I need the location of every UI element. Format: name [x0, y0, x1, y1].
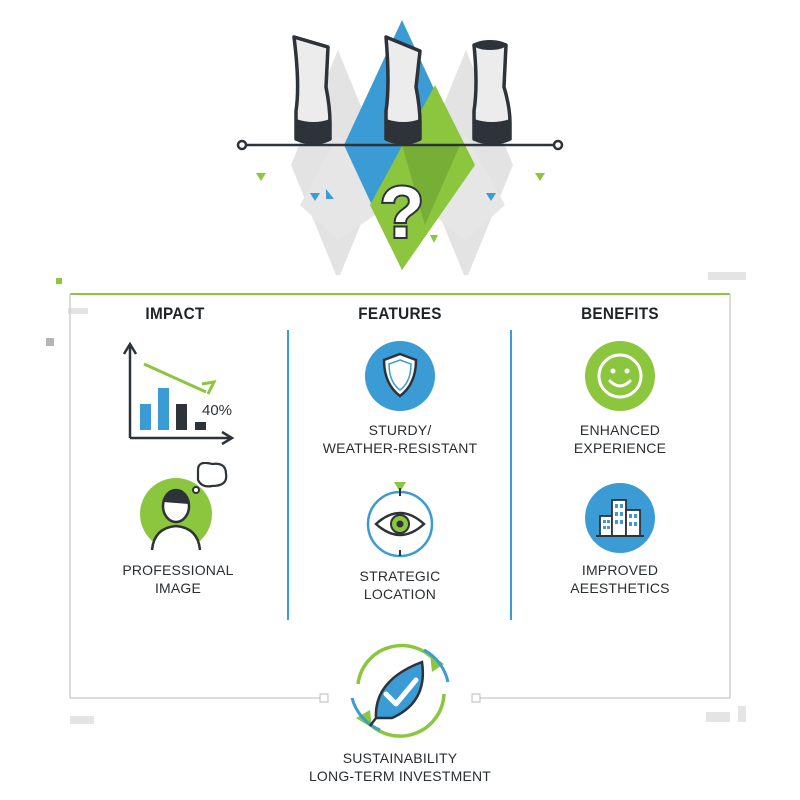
- sturdy-label: STURDY/ WEATHER-RESISTANT: [300, 421, 500, 457]
- small-triangle: [310, 193, 320, 201]
- decor-bar: [708, 272, 746, 280]
- person-thought-icon: [140, 462, 228, 551]
- decor-square: [46, 338, 54, 346]
- label-line: ENHANCED: [579, 422, 661, 438]
- small-triangle: [486, 193, 496, 201]
- grey-diamond: [420, 135, 505, 240]
- label-line: IMPROVED: [581, 562, 659, 578]
- decor-bar: [68, 308, 88, 314]
- sustainability-label: SUSTAINABILITY LONG-TERM INVESTMENT: [300, 749, 500, 785]
- eye-target-icon: [366, 482, 434, 558]
- smiley-icon: [585, 341, 655, 411]
- bollard-icon: [292, 35, 332, 145]
- bollard-icon: [472, 40, 512, 145]
- small-triangle: [256, 173, 266, 181]
- chart-value-label: 40%: [202, 402, 233, 419]
- label-line: PROFESSIONAL: [122, 562, 234, 578]
- buildings-icon: [585, 483, 655, 553]
- grey-diamond: [300, 135, 390, 240]
- decor-bar: [706, 712, 730, 722]
- features-heading: FEATURES: [358, 304, 442, 323]
- label-line: IMAGE: [154, 580, 202, 596]
- label-line: WEATHER-RESISTANT: [322, 440, 478, 456]
- strategic-location-label: STRATEGIC LOCATION: [300, 567, 500, 603]
- question-mark-icon: ?: [380, 173, 424, 253]
- label-line: LOCATION: [363, 586, 437, 602]
- label-line: STRATEGIC: [359, 568, 441, 584]
- leaf-check-recycle-icon: [350, 643, 450, 738]
- label-line: EXPERIENCE: [573, 440, 667, 456]
- bollard-icon: [384, 35, 422, 145]
- improved-aesthetics-label: IMPROVED AEESTHETICS: [520, 561, 720, 597]
- impact-heading: IMPACT: [145, 304, 205, 323]
- decor-square: [56, 278, 62, 284]
- label-line: SUSTAINABILITY: [342, 750, 458, 766]
- shield-icon: [365, 341, 435, 411]
- small-triangle: [326, 189, 334, 199]
- rule-end-dot: [236, 139, 248, 151]
- column-divider: [510, 330, 512, 620]
- label-line: STURDY/: [368, 422, 432, 438]
- small-triangle: [535, 173, 545, 181]
- small-triangle: [430, 235, 438, 243]
- rule-end-dot: [552, 139, 564, 151]
- column-divider: [287, 330, 289, 620]
- decor-bar: [70, 716, 94, 724]
- benefits-heading: BENEFITS: [581, 304, 659, 323]
- bar-chart-icon: [122, 341, 235, 446]
- label-line: AEESTHETICS: [570, 580, 670, 596]
- enhanced-experience-label: ENHANCED EXPERIENCE: [520, 421, 720, 457]
- green-shade: [402, 145, 460, 225]
- hero-bollards-graphic: ?: [236, 20, 564, 275]
- professional-image-label: PROFESSIONAL IMAGE: [78, 561, 278, 597]
- label-line: LONG-TERM INVESTMENT: [308, 768, 492, 784]
- decor-bar: [738, 706, 746, 722]
